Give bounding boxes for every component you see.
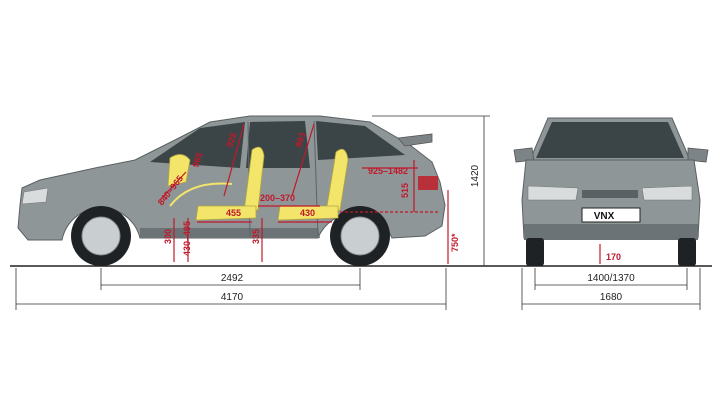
front-right-tire [678,238,696,266]
label-overall-width: 1680 [600,292,623,303]
front-left-headlight [527,185,579,201]
front-grille [582,190,638,198]
height-dimension [372,115,490,266]
label-front-headroom: 925 [224,131,238,148]
front-left-tire [526,238,544,266]
label-wheelbase: 2492 [221,273,244,284]
label-trunk-height: 515 [400,183,410,198]
side-view: 925 893 965 840–965 925–1482 515 200–370… [15,115,490,310]
label-loading-height: 750* [450,233,460,252]
label-front-headrest: 965 [190,151,204,168]
front-seat [195,146,265,221]
label-rear-seat-depth: 430 [300,208,315,218]
label-rear-headroom: 893 [293,131,307,148]
side-rear-hubcap [340,216,380,256]
length-dimension [15,268,447,310]
side-headlight [21,187,49,205]
license-plate [581,207,641,223]
interior-dimension-lines [159,123,449,264]
side-sill [140,228,320,238]
front-right-mirror [687,147,709,163]
label-height: 1420 [470,164,481,187]
label-rear-cushion-height: 335 [251,229,261,244]
label-front-floor-height: 430–495 [182,221,192,256]
wheelbase-dimension [100,268,361,290]
side-front-hubcap [81,216,121,256]
front-right-headlight [641,185,693,201]
front-bumper [524,224,698,240]
rear-spoiler [397,133,433,147]
label-length: 4170 [221,292,244,303]
label-track-width: 1400/1370 [587,273,635,284]
driver-headrest-shape [167,154,191,187]
label-front-seat-depth: 455 [226,208,241,218]
license-plate-text: VNX [594,211,615,222]
label-front-cushion-height: 300 [163,229,173,244]
front-windshield [536,122,684,158]
label-ground-clearance: 170 [606,252,621,262]
side-taillight [418,176,438,190]
label-seat-travel: 200–370 [260,193,295,203]
label-trunk-length: 925–1482 [368,166,408,176]
track-dimension [534,268,688,290]
width-dimension [521,268,701,310]
front-view: VNX 170 1400/1370 1680 [513,117,709,310]
steering-arc [169,182,233,207]
